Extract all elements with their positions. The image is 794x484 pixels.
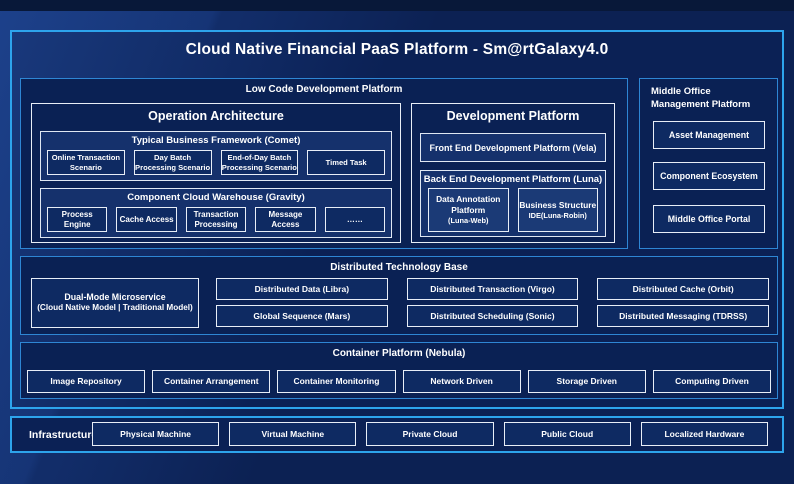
box-asset-management: Asset Management [653,121,765,149]
group-title: Operation Architecture [148,109,284,123]
group-operation-architecture: Operation Architecture Typical Business … [31,103,401,243]
box-localized-hardware: Localized Hardware [640,422,769,446]
box-front-end-development-platform: Front End Development Platform (Vela) [420,133,606,162]
box-data-annotation-platform: Data Annotation Platform (Luna-Web) [428,188,509,232]
group-back-end-development-platform: Back End Development Platform (Luna) Dat… [420,170,606,237]
box-ellipsis: …… [324,207,386,232]
box-distributed-data: Distributed Data (Libra) [216,278,388,300]
infrastructure-items: Physical Machine Virtual Machine Private… [92,422,769,446]
box-end-of-day-batch-processing-scenario: End-of-Day Batch Processing Scenario [220,150,299,175]
section-label: Infrastructure [29,428,98,441]
box-timed-task: Timed Task [307,150,385,175]
section-label: Distributed Technology Base [330,262,468,273]
section-infrastructure: Infrastructure Physical Machine Virtual … [10,416,784,453]
section-container-platform: Container Platform (Nebula) Image Reposi… [20,342,778,399]
box-distributed-messaging: Distributed Messaging (TDRSS) [597,305,769,327]
box-sublabel: (Luna-Web) [447,216,489,226]
container-platform-items: Image Repository Container Arrangement C… [27,370,772,393]
box-message-access: Message Access [255,207,316,232]
box-label: Dual-Mode Microservice [64,291,166,302]
box-online-transaction-scenario: Online Transaction Scenario [47,150,125,175]
distributed-items: Distributed Data (Libra) Distributed Tra… [216,278,769,327]
box-transaction-processing: Transaction Processing [185,207,247,232]
section-label: Container Platform (Nebula) [332,348,466,359]
box-container-monitoring: Container Monitoring [277,370,396,393]
box-distributed-transaction: Distributed Transaction (Virgo) [406,278,579,300]
section-middle-office-management-platform: Middle Office Management Platform Asset … [639,78,778,249]
box-process-engine: Process Engine [47,207,108,232]
box-sublabel: IDE(Luna-Robin) [528,210,587,220]
box-label: Business Structure [519,199,597,210]
group-development-platform: Development Platform Front End Developme… [411,103,615,243]
box-dual-mode-microservice: Dual-Mode Microservice (Cloud Native Mod… [31,278,199,328]
component-cloud-items: Process Engine Cache Access Transaction … [47,207,386,232]
box-label: Data Annotation Platform [436,194,501,216]
box-distributed-cache: Distributed Cache (Orbit) [597,278,769,300]
box-public-cloud: Public Cloud [503,422,631,446]
back-end-items: Data Annotation Platform (Luna-Web) Busi… [428,188,598,232]
box-global-sequence: Global Sequence (Mars) [216,305,388,327]
box-private-cloud: Private Cloud [366,422,494,446]
section-low-code-development-platform: Low Code Development Platform Operation … [20,78,628,249]
box-physical-machine: Physical Machine [92,422,220,446]
box-day-batch-processing-scenario: Day Batch Processing Scenario [133,150,212,175]
box-computing-driven: Computing Driven [652,370,772,393]
box-distributed-scheduling: Distributed Scheduling (Sonic) [406,305,579,327]
group-title: Typical Business Framework (Comet) [131,135,301,146]
box-middle-office-portal: Middle Office Portal [653,205,765,233]
box-component-ecosystem: Component Ecosystem [653,162,765,190]
group-component-cloud-warehouse: Component Cloud Warehouse (Gravity) Proc… [40,188,392,238]
box-image-repository: Image Repository [27,370,146,393]
group-title: Component Cloud Warehouse (Gravity) [127,192,305,203]
box-storage-driven: Storage Driven [527,370,646,393]
section-distributed-technology-base: Distributed Technology Base Dual-Mode Mi… [20,256,778,335]
page-title: Cloud Native Financial PaaS Platform - S… [185,41,609,58]
typical-business-items: Online Transaction Scenario Day Batch Pr… [47,150,385,175]
top-strip [0,0,794,11]
group-title: Back End Development Platform (Luna) [423,174,603,185]
box-sublabel: (Cloud Native Model | Traditional Model) [37,303,193,313]
box-cache-access: Cache Access [116,207,177,232]
section-label: Middle Office Management Platform [651,86,751,110]
group-title: Development Platform [446,109,580,123]
box-network-driven: Network Driven [402,370,521,393]
group-typical-business-framework: Typical Business Framework (Comet) Onlin… [40,131,392,181]
section-label: Low Code Development Platform [245,84,403,95]
box-container-arrangement: Container Arrangement [152,370,271,393]
box-virtual-machine: Virtual Machine [229,422,357,446]
box-business-structure-ide: Business Structure IDE(Luna-Robin) [517,188,598,232]
platform-diagram-panel: Cloud Native Financial PaaS Platform - S… [10,30,784,409]
